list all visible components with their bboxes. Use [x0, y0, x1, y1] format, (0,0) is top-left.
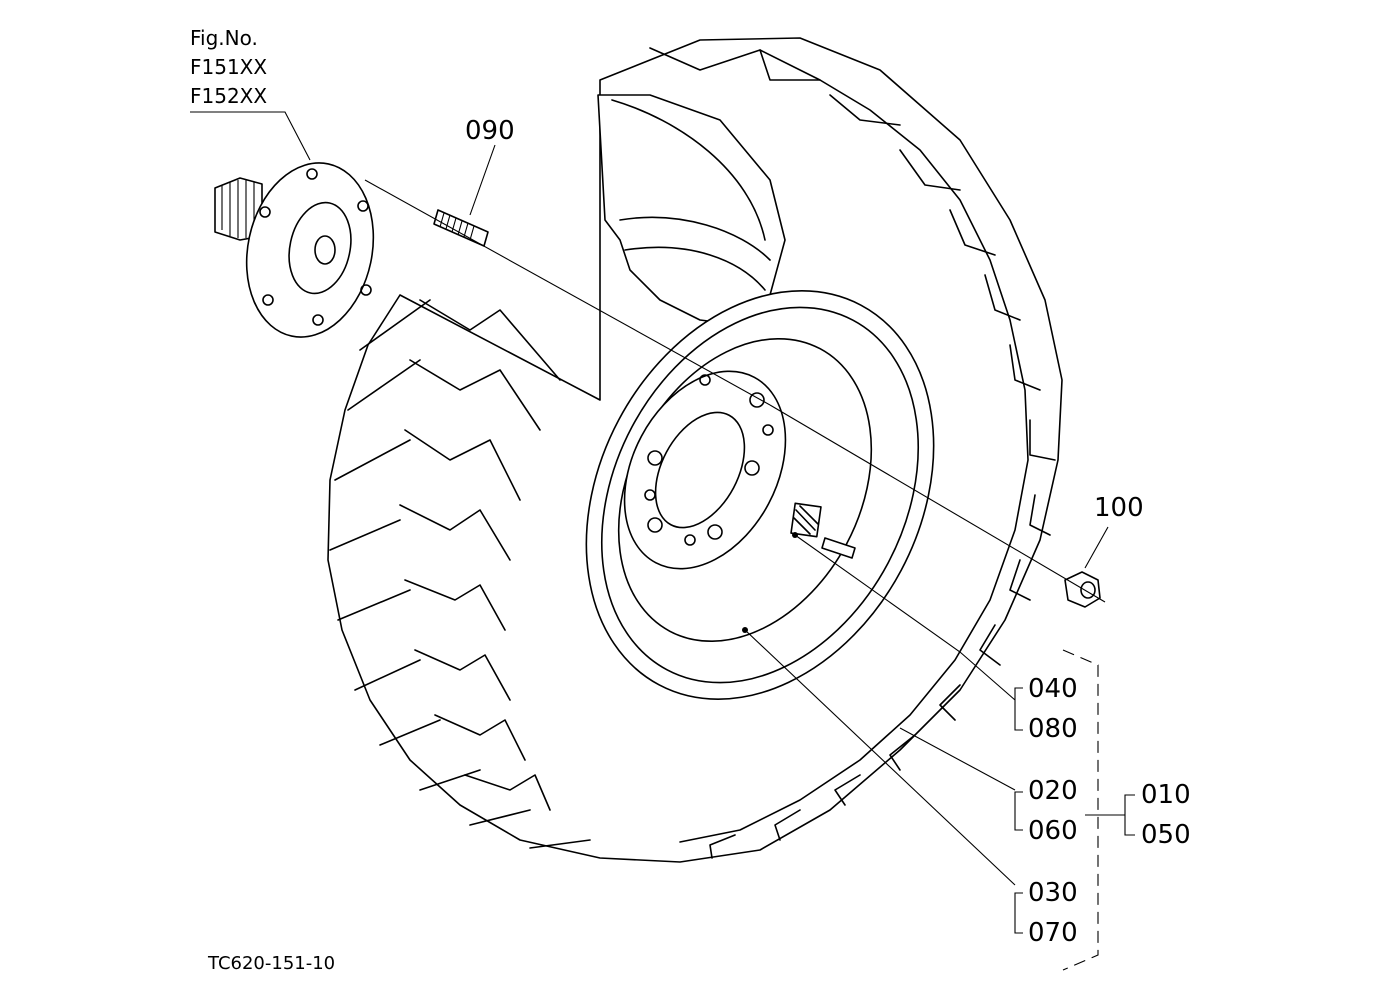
part-label-020[interactable]: 020 — [1028, 776, 1078, 806]
drawing-code: TC620-151-10 — [208, 953, 336, 974]
fig-number-2[interactable]: F152XX — [190, 84, 268, 108]
rim-drawing — [585, 290, 935, 700]
part-label-070[interactable]: 070 — [1028, 918, 1078, 948]
part-label-040[interactable]: 040 — [1028, 674, 1078, 704]
part-label-050[interactable]: 050 — [1141, 820, 1191, 850]
part-label-100[interactable]: 100 — [1094, 493, 1144, 523]
wheel-nut-drawing — [1064, 571, 1101, 608]
fig-heading: Fig.No. — [190, 26, 258, 50]
part-label-030[interactable]: 030 — [1028, 878, 1078, 908]
stud-bolt-drawing — [433, 209, 489, 247]
valve-drawing — [821, 537, 856, 559]
part-label-090[interactable]: 090 — [465, 116, 515, 146]
leader-lines — [190, 111, 1135, 971]
hub-drawing — [214, 162, 375, 338]
part-label-060[interactable]: 060 — [1028, 816, 1078, 846]
fig-number-1[interactable]: F151XX — [190, 55, 268, 79]
part-label-010[interactable]: 010 — [1141, 780, 1191, 810]
part-label-080[interactable]: 080 — [1028, 714, 1078, 744]
